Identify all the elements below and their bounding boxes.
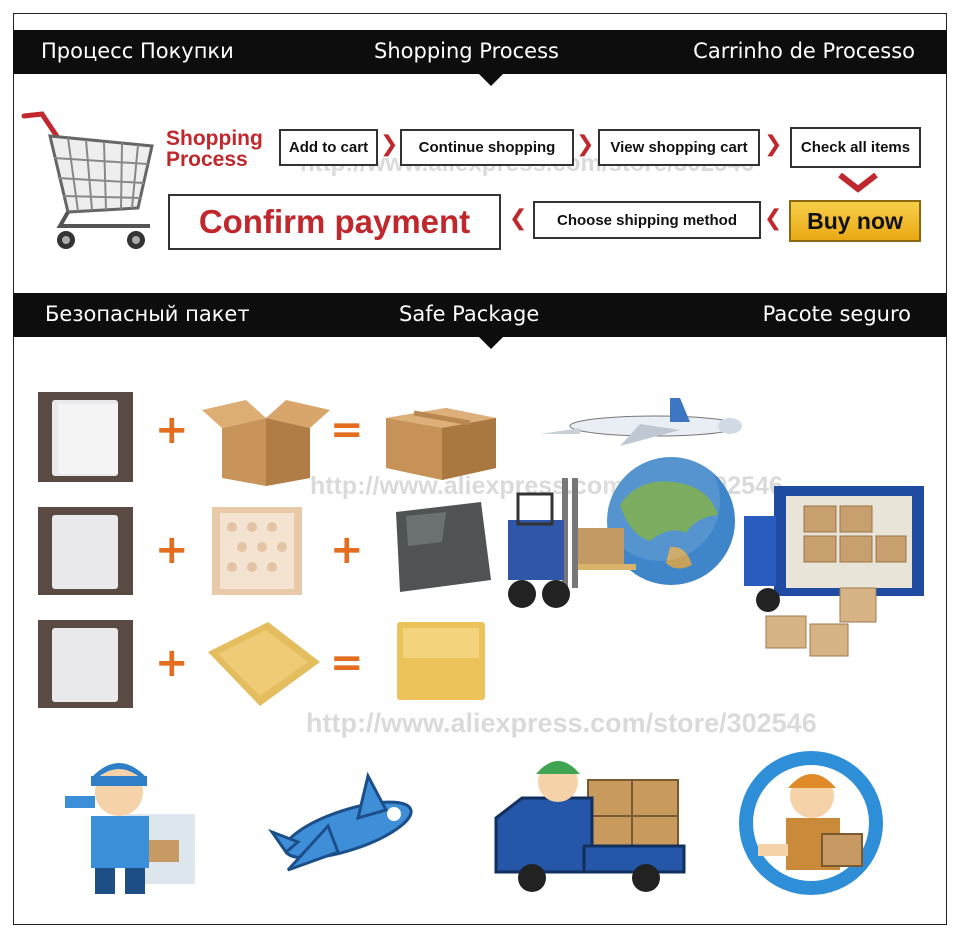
bar-notch (479, 74, 503, 86)
bar-notch (479, 337, 503, 349)
process-title-line1: Shopping (166, 127, 263, 150)
airplane-icon (268, 771, 413, 872)
step-buy-now: Buy now (789, 200, 921, 242)
bar-label-english: Safe Package (399, 302, 540, 326)
arrow-left-icon: ❮ (764, 206, 783, 231)
plastic-bag-image (38, 392, 133, 482)
courier-icon (739, 751, 883, 895)
step-view-cart: View shopping cart (598, 129, 760, 166)
step-add-to-cart: Add to cart (279, 129, 378, 166)
safe-package-bar: Безопасный пакет Safe Package Pacote seg… (13, 293, 947, 349)
plus-icon: + (155, 407, 189, 453)
step-confirm-payment: Confirm payment (168, 194, 501, 250)
bar-label-portuguese: Carrinho de Processo (693, 39, 915, 63)
bar-label-russian: Процесс Покупки (41, 39, 234, 63)
chevron-down-icon (838, 173, 878, 193)
shopping-cart-icon (21, 111, 154, 249)
shopping-process-bar: Процесс Покупки Shopping Process Carrinh… (13, 30, 947, 86)
delivery-truck-icon (494, 761, 686, 892)
equals-icon: = (330, 407, 364, 453)
padded-envelope-image (208, 622, 320, 706)
globe-icon (600, 455, 735, 585)
arrow-right-icon: ❯ (576, 132, 595, 157)
airplane-icon (540, 398, 742, 446)
bar-label-portuguese: Pacote seguro (762, 302, 911, 326)
bar-label-russian: Безопасный пакет (45, 302, 250, 326)
arrow-right-icon: ❯ (380, 132, 399, 157)
plus-icon: + (155, 640, 189, 686)
step-check-items: Check all items (790, 127, 921, 168)
yellow-envelope-image (397, 622, 485, 700)
arrow-right-icon: ❯ (764, 132, 783, 157)
plus-icon: + (155, 527, 189, 573)
equals-icon: = (330, 640, 364, 686)
open-box-image (202, 400, 330, 486)
grey-mailer-bag-image (396, 502, 491, 592)
plus-icon: + (330, 527, 364, 573)
courier-icon (65, 763, 195, 894)
sealed-box-image (386, 408, 496, 480)
forklift-icon (508, 478, 636, 608)
bar-label-english: Shopping Process (374, 39, 559, 63)
watermark-url: http://www.aliexpress.com/store/302546 (306, 708, 817, 738)
arrow-left-icon: ❮ (509, 206, 528, 231)
process-title-line2: Process (166, 148, 248, 171)
bubble-wrap-image (212, 507, 302, 595)
step-choose-shipping: Choose shipping method (533, 201, 761, 239)
process-title: Shopping Process (166, 128, 263, 170)
step-continue-shopping: Continue shopping (400, 129, 574, 166)
truck-icon (744, 486, 924, 657)
plastic-bag-image (38, 507, 133, 595)
plastic-bag-image (38, 620, 133, 708)
